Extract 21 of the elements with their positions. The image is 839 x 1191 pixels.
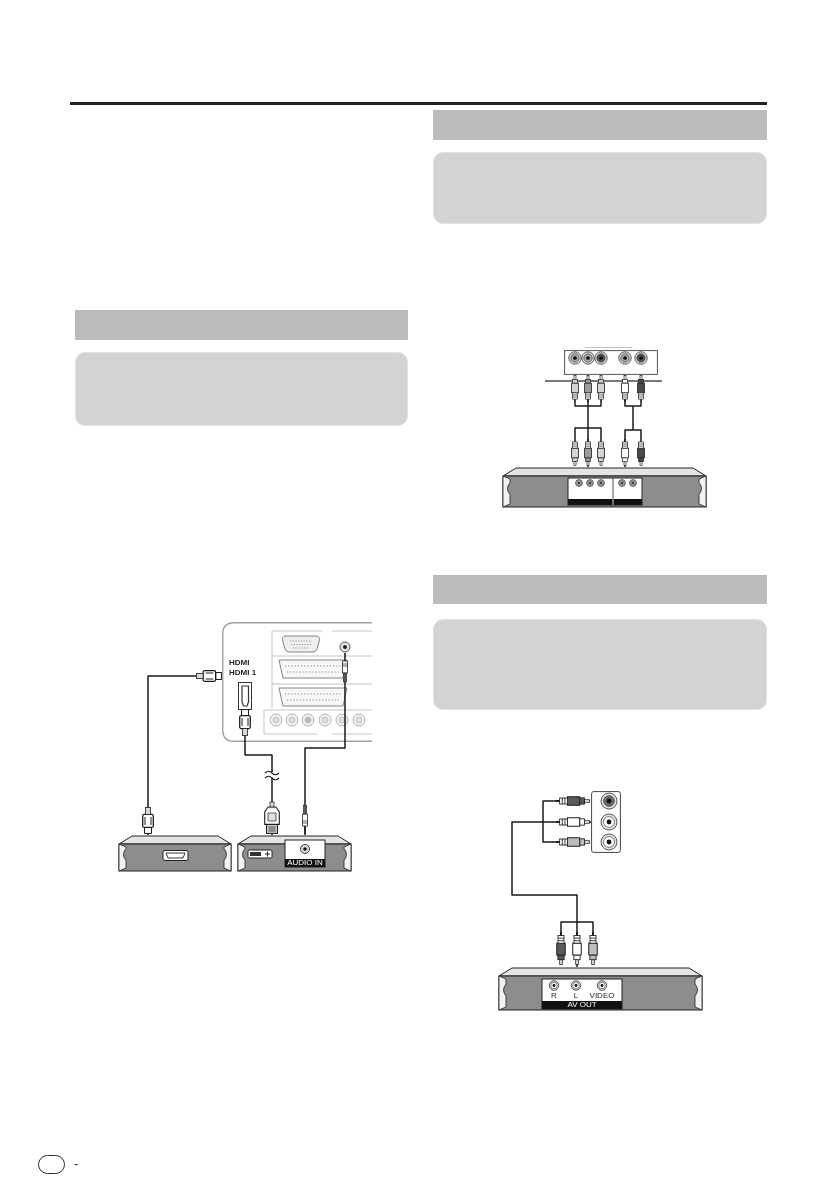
cable: [302, 741, 346, 836]
section-heading-bar: [433, 575, 767, 604]
tv-jack-panel: [564, 346, 658, 375]
port-label: AUDIO IN: [285, 859, 325, 867]
tv-jack-panel: [591, 791, 621, 853]
section-heading-bar: [75, 310, 408, 340]
port-label: VIDEO: [589, 992, 615, 1000]
cable: [621, 374, 645, 468]
note-panel: [433, 619, 767, 710]
section-heading-bar: [433, 110, 767, 140]
port-label: R: [551, 992, 557, 1000]
port-label: L: [573, 992, 579, 1000]
cable: [571, 374, 605, 468]
cable: [511, 796, 598, 968]
av-device: [502, 467, 707, 508]
cable: [142, 670, 223, 836]
port-label: AV OUT: [542, 1001, 622, 1009]
note-panel: [75, 352, 408, 426]
note-panel: [433, 152, 767, 224]
av-device: [118, 835, 232, 872]
page-dash: -: [74, 1157, 79, 1170]
